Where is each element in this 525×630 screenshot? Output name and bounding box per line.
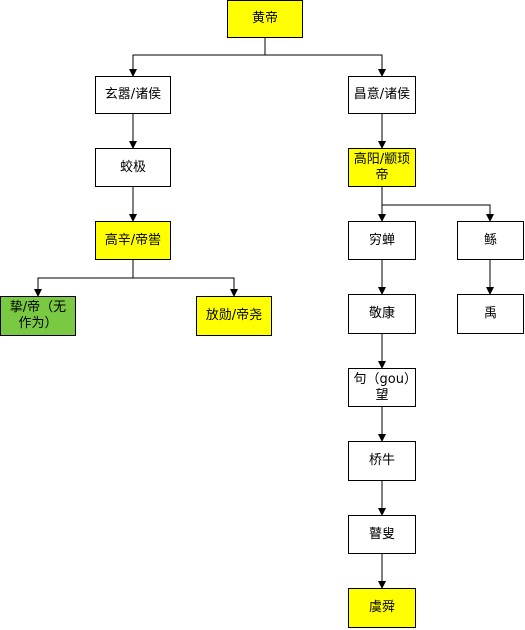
node-gaoxin: 高辛/帝喾 xyxy=(95,221,171,260)
node-gun: 鲧 xyxy=(457,221,524,260)
node-xuanxiao: 玄嚣/诸侯 xyxy=(95,76,171,114)
connector-gaoxin-fangxun xyxy=(133,277,238,297)
node-yushun: 虞舜 xyxy=(348,588,416,628)
node-changyi: 昌意/诸侯 xyxy=(348,76,416,114)
connector-huangdi-xuanxiao xyxy=(129,38,266,77)
node-jiaoji: 蛟极 xyxy=(95,148,171,187)
node-qiongchan: 穷蝉 xyxy=(348,221,416,260)
connector-gaoxin-zhi xyxy=(34,260,134,297)
node-zhi: 挚/帝（无作为） xyxy=(0,296,76,336)
node-huangdi: 黄帝 xyxy=(227,0,303,38)
node-gusou: 瞽叟 xyxy=(348,515,416,554)
connector-huangdi-changyi xyxy=(265,54,386,77)
node-yu: 禹 xyxy=(457,294,524,334)
node-goumang: 句（gou）望 xyxy=(348,368,416,407)
node-jingkang: 敬康 xyxy=(348,294,416,334)
node-qiaoniu: 桥牛 xyxy=(348,441,416,481)
node-gaoyang: 高阳/颛顼帝 xyxy=(348,148,416,187)
node-fangxun: 放勋/帝尧 xyxy=(196,296,272,336)
connector-gaoyang-gun xyxy=(382,204,494,222)
